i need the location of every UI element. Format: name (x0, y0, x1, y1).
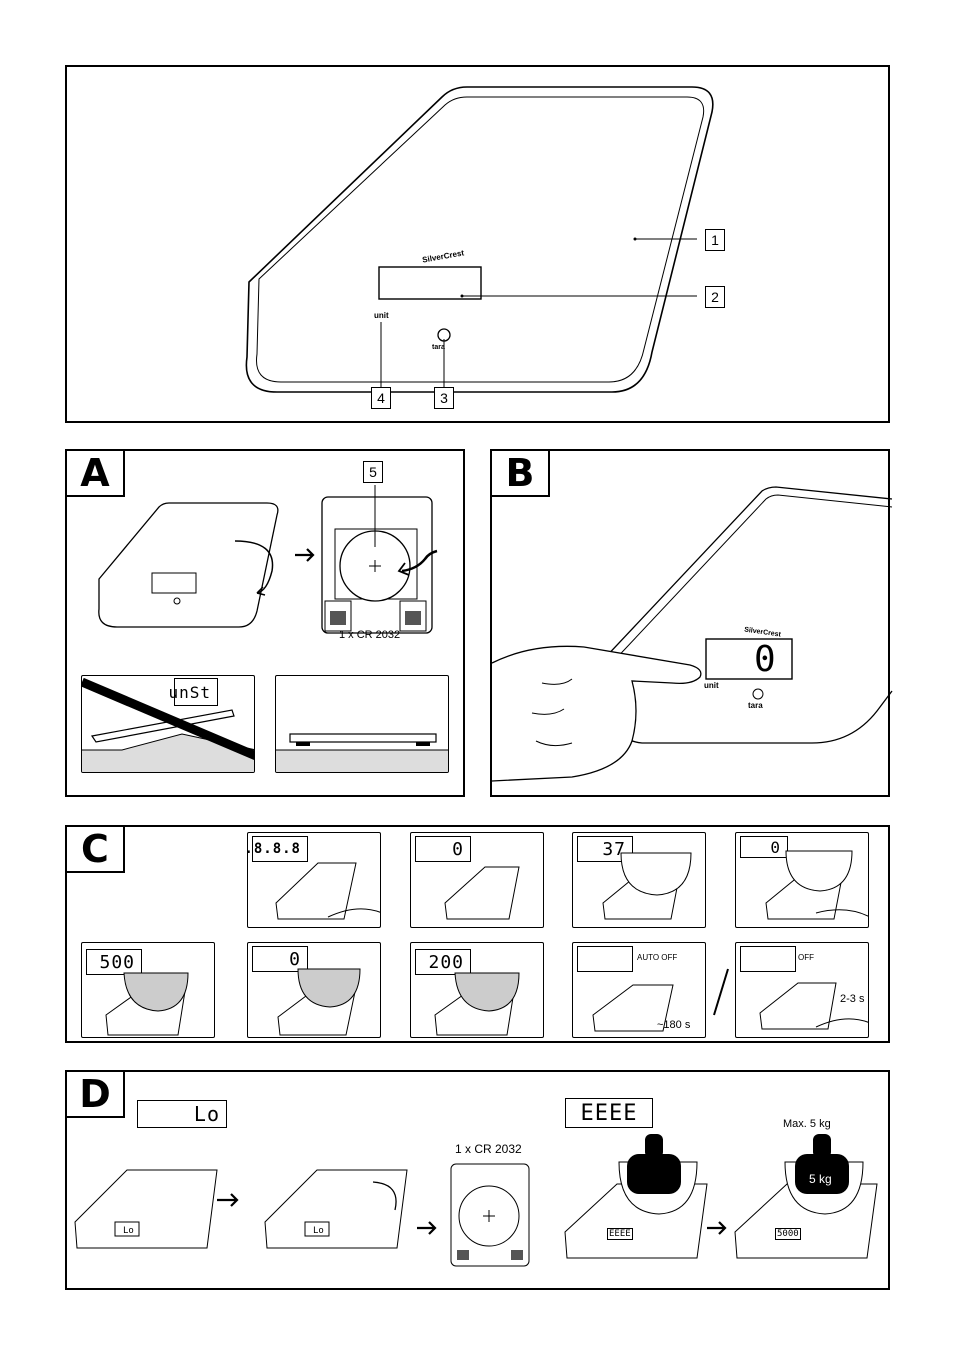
step-c9-manual-off: OFF 2-3 s (735, 942, 869, 1038)
weight-5kg-label: 5 kg (809, 1172, 832, 1186)
display-test: 8.8.8.8 (248, 836, 308, 862)
panel-b-tag: B (490, 449, 550, 497)
panel-c: C 8.8.8.8 0 37 0 500 0 200 AUTO OFF ~180… (65, 825, 890, 1043)
step-c8-auto-off: AUTO OFF ~180 s (572, 942, 706, 1038)
step-c7-ingredient-200: 200 (410, 942, 544, 1038)
callout-5: 5 (363, 461, 383, 483)
battery-type-label: 1 x CR 2032 (339, 629, 401, 641)
panel-b-display-value: 0 (754, 639, 776, 680)
display-blank-2 (740, 946, 796, 972)
scale-overview-drawing (245, 86, 714, 393)
panel-b: B SilverCrest 0 unit tara (490, 449, 893, 797)
step-c1-all-segments: 8.8.8.8 (247, 832, 381, 928)
unstable-display: unSt (168, 678, 218, 706)
small-display-lo-2: Lo (313, 1226, 324, 1236)
small-display-5000: 5000 (775, 1228, 801, 1240)
panel-b-unit-label: unit (704, 681, 719, 690)
step-c6-tared-again: 0 (247, 942, 381, 1038)
panel-d-tag: D (65, 1070, 125, 1118)
callout-4: 4 (371, 387, 391, 409)
step-c3-bowl-weight: 37 (572, 832, 706, 928)
off-time: 2-3 s (840, 993, 865, 1005)
panel-d: D Lo EEEE 1 x CR 2032 Max. 5 kg Lo Lo EE… (65, 1070, 890, 1290)
low-battery-and-overload-drawing (74, 1134, 878, 1267)
display-500: 500 (86, 949, 142, 975)
display-zero-3: 0 (252, 946, 308, 972)
or-slash (713, 968, 729, 1016)
small-display-eeee: EEEE (607, 1228, 633, 1240)
auto-off-label: AUTO OFF (637, 953, 678, 962)
unit-button-label: unit (374, 311, 389, 320)
display-bowl: 37 (577, 836, 633, 862)
tara-press-drawing (491, 486, 893, 782)
panel-a-tag: A (65, 449, 125, 497)
callout-1: 1 (705, 229, 725, 251)
small-display-lo-1: Lo (123, 1226, 134, 1236)
low-battery-display: Lo (137, 1100, 227, 1128)
callout-2: 2 (705, 286, 725, 308)
panel-a: A 5 1 x CR 2032 unSt (65, 449, 465, 797)
battery-type-label-d: 1 x CR 2032 (455, 1142, 522, 1156)
display-blank-1 (577, 946, 633, 972)
step-c2-zero: 0 (410, 832, 544, 928)
tara-button-label: tara (432, 344, 445, 351)
step-c5-ingredient-500: 500 (81, 942, 215, 1038)
overview-panel: SilverCrest unit tara 1 2 3 4 (65, 65, 890, 423)
panel-c-tag: C (65, 825, 125, 873)
display-zero-1: 0 (415, 836, 471, 862)
overload-display: EEEE (565, 1098, 653, 1128)
off-label: OFF (798, 953, 814, 962)
display-200: 200 (415, 949, 471, 975)
display-zero-2: 0 (740, 836, 788, 858)
stable-surface-panel (275, 675, 449, 773)
panel-b-tara-label: tara (748, 701, 763, 710)
max-weight-label: Max. 5 kg (783, 1118, 831, 1130)
step-c4-tared: 0 (735, 832, 869, 928)
callout-3: 3 (434, 387, 454, 409)
battery-insert-drawing (98, 485, 438, 634)
unstable-surface-panel: unSt (81, 675, 255, 773)
